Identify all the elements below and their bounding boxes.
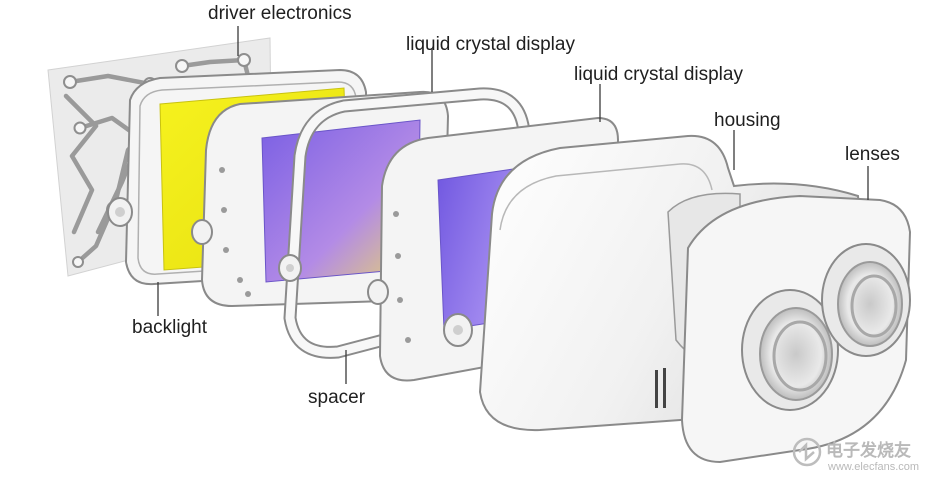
watermark-logo-icon <box>792 437 822 467</box>
label-backlight: backlight <box>132 317 208 338</box>
lens-left <box>741 289 839 411</box>
lens-right <box>821 243 911 357</box>
labels: driver electronics liquid crystal displa… <box>132 3 900 408</box>
label-lcd-1: liquid crystal display <box>406 34 575 55</box>
label-spacer: spacer <box>308 387 366 408</box>
lenses-part <box>680 194 912 464</box>
leader-lines <box>157 26 869 384</box>
watermark: 电子发烧友 www.elecfans.com <box>792 437 919 473</box>
label-lenses: lenses <box>845 144 900 165</box>
watermark-url: www.elecfans.com <box>827 461 919 473</box>
label-housing: housing <box>714 110 781 131</box>
watermark-brand: 电子发烧友 <box>826 440 911 461</box>
label-lcd-2: liquid crystal display <box>574 64 743 85</box>
label-driver-electronics: driver electronics <box>208 3 352 24</box>
